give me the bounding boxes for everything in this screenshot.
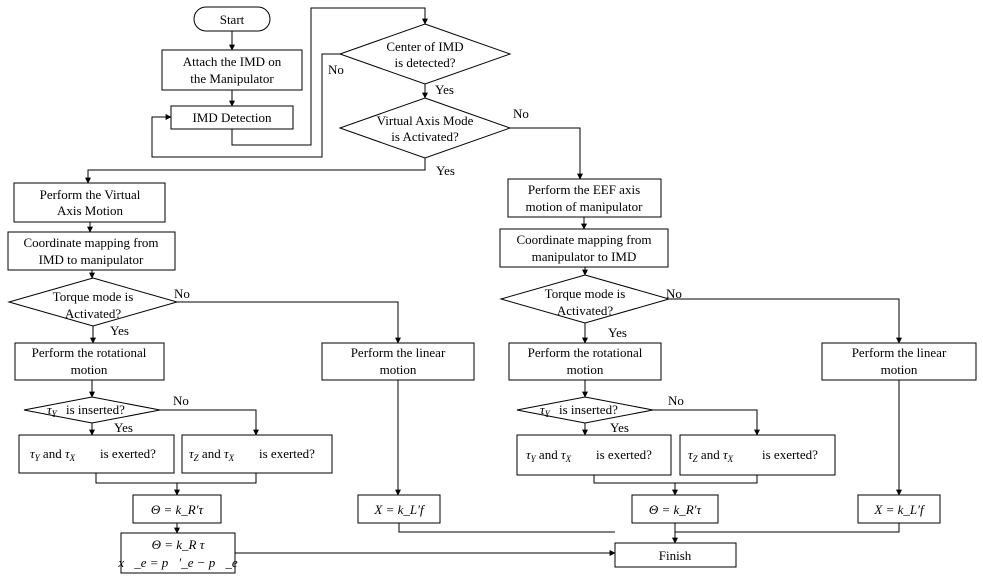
rot-right-label-2: motion: [567, 362, 604, 377]
arrow-virtual-no: [510, 127, 583, 180]
no-label-tau-right: No: [668, 393, 684, 408]
map-left-label-1: Coordinate mapping from: [23, 235, 158, 250]
theta-left-label: Θ = k_R′τ: [151, 502, 205, 517]
perform-virtual-axis-box: [13, 182, 166, 223]
arrow-center-no-loop: [151, 53, 340, 158]
tau-z-x-symbols-left: τZ and τX: [189, 446, 235, 463]
center-label-2: is detected?: [395, 55, 456, 70]
rot-left-label-2: motion: [71, 362, 108, 377]
torque-right-label-2: Activated?: [557, 303, 614, 318]
map-right-label-2: manipulator to IMD: [532, 249, 637, 264]
exerted-y-right-label: is exerted?: [596, 447, 652, 462]
exerted-y-left-label: is exerted?: [100, 446, 156, 461]
arrow-x-right-finish: [675, 523, 900, 533]
arrow-torque-no-right: [669, 298, 902, 344]
shapes: [7, 6, 977, 574]
tau-y-symbol-right: τY: [540, 402, 551, 419]
tau-y-x-symbols-left: τY and τX: [30, 446, 76, 463]
attach-imd-box: [161, 49, 303, 91]
final-eq-label-1: Θ = k_R τ: [152, 537, 206, 552]
final-equation-box: [120, 532, 236, 574]
arrow-virtual-yes: [85, 158, 426, 184]
tau-y-inserted-left-label: is inserted?: [66, 402, 125, 417]
coordinate-mapping-left-box: [7, 231, 176, 271]
no-label-torque-right: No: [666, 286, 682, 301]
merge-exerted-right: [593, 475, 758, 484]
no-label-virtual: No: [513, 106, 529, 121]
yes-label-tau-right: Yes: [610, 420, 629, 435]
virtual-label-2: is Activated?: [391, 129, 459, 144]
attach-label-1: Attach the IMD on: [183, 54, 282, 69]
connectors: [85, 7, 902, 556]
lin-right-label-1: Perform the linear: [852, 345, 947, 360]
tau-y-x-symbols-right: τY and τX: [526, 447, 572, 464]
tau-y-x-exerted-right-box: [516, 434, 672, 476]
torque-left-label-2: Activated?: [65, 306, 122, 321]
final-eq-label-2: x⃗_e = p⃗′_e − p⃗_e: [117, 555, 238, 570]
rot-left-label-1: Perform the rotational: [32, 345, 147, 360]
theta-left-box: [132, 494, 222, 524]
node-text: Start Attach the IMD on the Manipulator …: [23, 12, 946, 563]
x-left-box: [357, 494, 441, 524]
lin-left-label-2: motion: [380, 362, 417, 377]
virtual-label-1: Virtual Axis Mode: [377, 113, 474, 128]
tau-z-x-exerted-left-box: [181, 434, 333, 474]
yes-label-torque-left: Yes: [110, 323, 129, 338]
exerted-z-right-label: is exerted?: [762, 447, 818, 462]
linear-motion-right-box: [821, 342, 977, 381]
pv-label-1: Perform the Virtual: [40, 187, 141, 202]
eef-axis-motion-box: [507, 178, 662, 218]
attach-label-2: the Manipulator: [190, 71, 274, 86]
map-right-label-1: Coordinate mapping from: [516, 232, 651, 247]
math-text: τY is inserted? τY and τX is exerted? τZ…: [30, 402, 926, 570]
lin-right-label-2: motion: [881, 362, 918, 377]
detect-label: IMD Detection: [192, 110, 272, 125]
lin-left-label-1: Perform the linear: [351, 345, 446, 360]
yes-label-virtual: Yes: [436, 163, 455, 178]
no-label-torque-left: No: [174, 286, 190, 301]
x-left-label: X = k_L′f: [373, 502, 426, 517]
arrow-x-left-finish: [398, 523, 615, 533]
no-label-center: No: [328, 62, 344, 77]
eef-label-1: Perform the EEF axis: [528, 182, 640, 197]
arrow-tau-no-right: [653, 409, 760, 436]
rotational-motion-left-box: [14, 342, 165, 381]
arrow-tau-no-left: [160, 409, 259, 436]
tau-y-symbol-left: τY: [47, 402, 58, 419]
yes-label-center: Yes: [435, 82, 454, 97]
finish-label: Finish: [659, 548, 692, 563]
finish-box: [614, 542, 737, 568]
merge-exerted-left: [95, 473, 257, 484]
center-label-1: Center of IMD: [386, 39, 463, 54]
pv-label-2: Axis Motion: [57, 203, 124, 218]
theta-right-label: Θ = k_R′τ: [649, 502, 703, 517]
start-label: Start: [220, 12, 245, 27]
yes-label-torque-right: Yes: [608, 325, 627, 340]
map-left-label-2: IMD to manipulator: [39, 252, 144, 267]
tau-y-x-exerted-left-box: [18, 434, 175, 474]
x-right-label: X = k_L′f: [873, 502, 926, 517]
theta-right-box: [631, 494, 719, 524]
x-right-box: [857, 494, 941, 524]
tau-z-x-exerted-right-box: [679, 434, 836, 476]
eef-label-2: motion of manipulator: [526, 199, 644, 214]
arrow-torque-no-left: [177, 301, 401, 344]
tau-y-inserted-right-label: is inserted?: [559, 402, 618, 417]
tau-z-x-symbols-right: τZ and τX: [688, 447, 734, 464]
yes-label-tau-left: Yes: [114, 420, 133, 435]
center-detected-diamond: [338, 23, 512, 85]
rot-right-label-1: Perform the rotational: [528, 345, 643, 360]
branch-labels: No Yes No Yes No Yes No Yes No Yes No Ye…: [110, 62, 684, 435]
coordinate-mapping-right-box: [499, 228, 669, 268]
torque-right-label-1: Torque mode is: [545, 286, 626, 301]
exerted-z-left-label: is exerted?: [259, 446, 315, 461]
torque-left-label-1: Torque mode is: [53, 289, 134, 304]
arrow-detect-center: [231, 7, 428, 146]
virtual-axis-diamond: [338, 97, 512, 159]
no-label-tau-left: No: [173, 393, 189, 408]
